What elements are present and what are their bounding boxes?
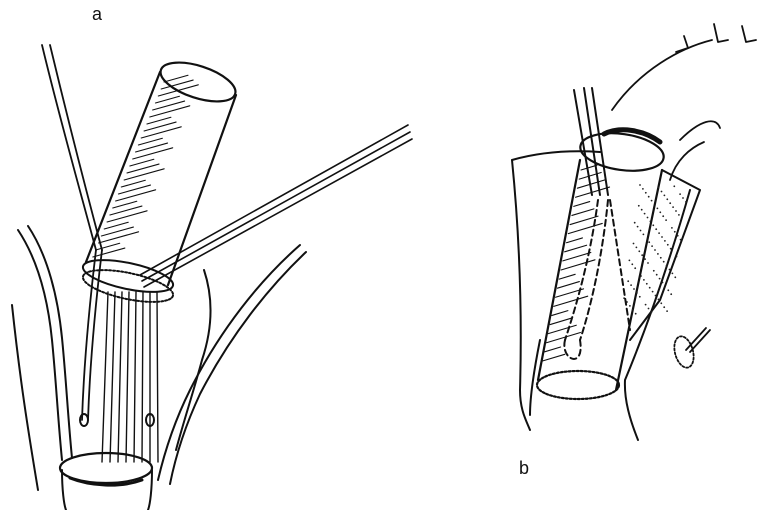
panel-label-b: b xyxy=(519,458,529,479)
panel-b-drawing xyxy=(512,24,756,440)
vessel-walls-a xyxy=(12,226,306,490)
suture-knot-b xyxy=(671,328,710,370)
graft-tube-b xyxy=(537,128,700,399)
traction-threads-a xyxy=(42,45,154,426)
panel-label-a: a xyxy=(92,4,102,25)
lower-vessel-opening-a xyxy=(60,453,152,510)
panel-a-drawing xyxy=(12,45,412,510)
sutures-b xyxy=(612,24,756,180)
vertical-sutures-a xyxy=(102,292,158,462)
long-sutures-a xyxy=(140,125,412,287)
